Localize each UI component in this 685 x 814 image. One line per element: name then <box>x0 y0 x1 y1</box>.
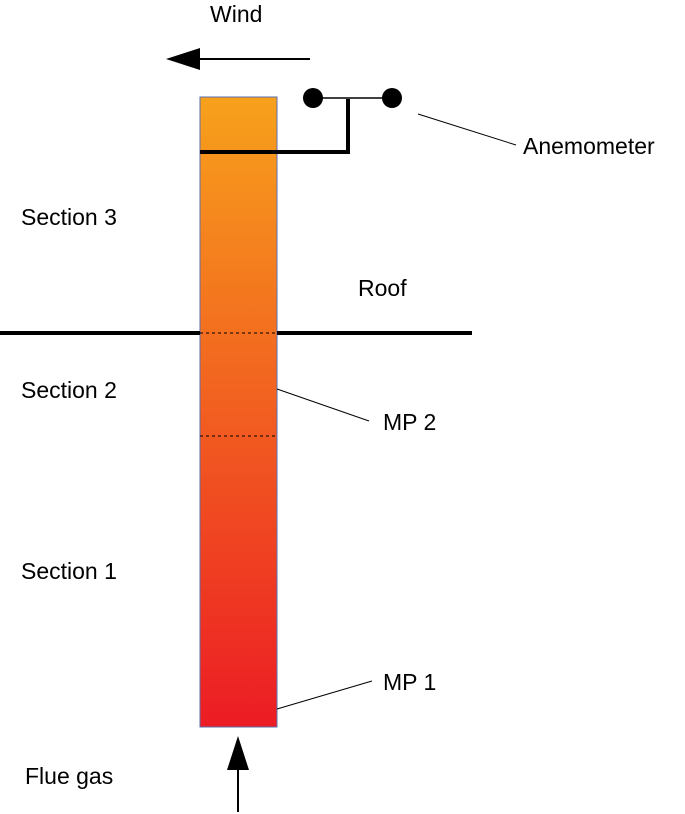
mp2-label: MP 2 <box>383 409 436 435</box>
wind-label: Wind <box>210 1 262 27</box>
wind-arrow-icon <box>166 48 310 70</box>
flue-gas-arrow-icon <box>227 736 249 812</box>
mp2-leader-line <box>276 388 370 422</box>
mp1-label: MP 1 <box>383 669 436 695</box>
chimney-stack <box>199 96 278 728</box>
anemometer-leader-line <box>417 113 517 146</box>
section-3-label: Section 3 <box>21 204 117 230</box>
anemometer-mount <box>200 97 392 154</box>
anemometer-cup-left-icon <box>303 88 323 108</box>
flue-gas-label: Flue gas <box>25 763 113 789</box>
roof-label: Roof <box>358 275 407 301</box>
anemometer-label: Anemometer <box>523 133 655 159</box>
anemometer-cup-right-icon <box>382 88 402 108</box>
section-2-label: Section 2 <box>21 377 117 403</box>
section-1-label: Section 1 <box>21 558 117 584</box>
mp1-leader-line <box>276 680 373 710</box>
